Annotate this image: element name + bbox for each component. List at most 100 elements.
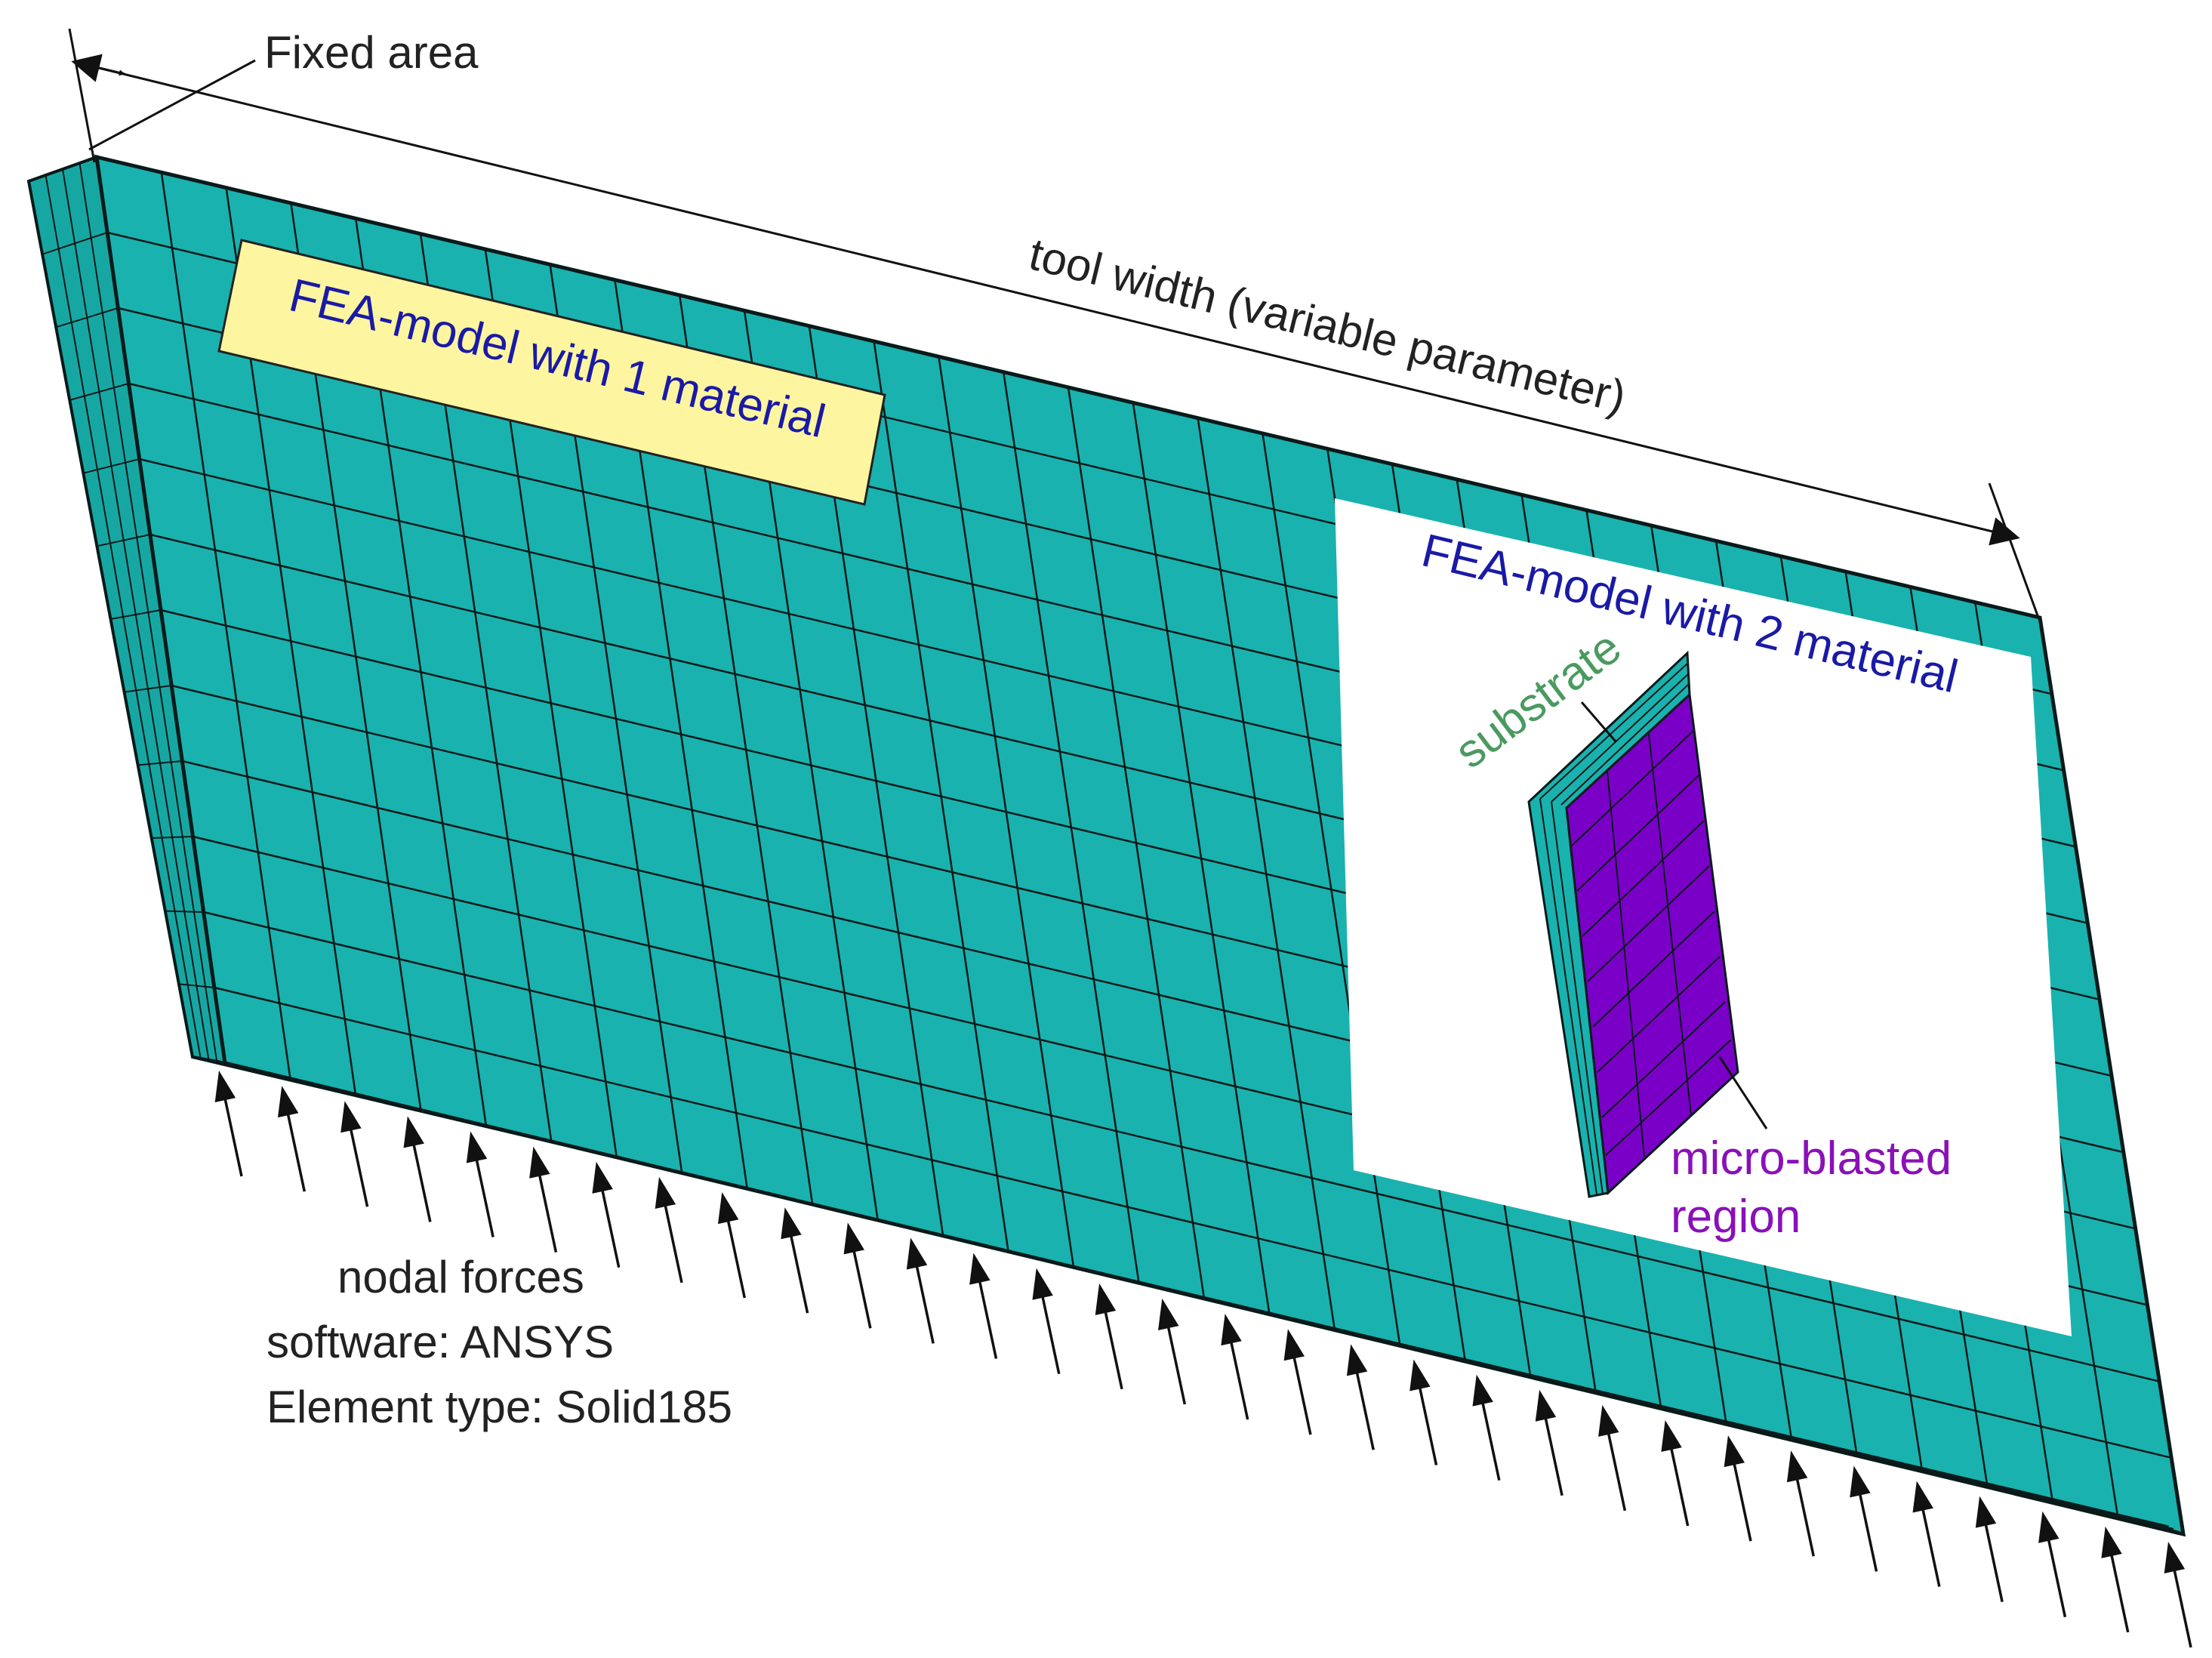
force-arrow-icon — [1032, 1268, 1061, 1375]
force-arrow-shaft — [348, 1124, 369, 1207]
force-arrow-head — [843, 1222, 864, 1255]
force-arrow-icon — [1409, 1359, 1438, 1465]
mesh-row-line — [214, 986, 2172, 1459]
element-type-label: Element type: Solid185 — [266, 1382, 732, 1432]
force-arrow-shaft — [1040, 1292, 1061, 1375]
force-arrow-head — [2101, 1526, 2122, 1558]
force-arrow-shaft — [474, 1155, 494, 1237]
force-arrow-icon — [1346, 1344, 1375, 1450]
force-arrow-shaft — [285, 1109, 307, 1192]
force-arrow-shaft — [1292, 1352, 1312, 1435]
force-arrow-shaft — [1668, 1444, 1690, 1527]
force-arrow-icon — [1283, 1329, 1312, 1435]
force-arrow-icon — [1912, 1481, 1941, 1587]
force-arrow-icon — [781, 1207, 809, 1314]
force-arrow-head — [1221, 1314, 1242, 1346]
force-arrow-shaft — [1354, 1367, 1375, 1450]
tool-width-dimension-arrow — [71, 54, 2020, 546]
force-arrow-shaft — [2046, 1535, 2067, 1618]
force-arrow-icon — [2101, 1526, 2130, 1633]
force-arrow-shaft — [1480, 1398, 1501, 1481]
force-arrow-icon — [655, 1176, 683, 1284]
force-arrow-head — [2164, 1542, 2186, 1574]
force-arrow-icon — [1095, 1283, 1123, 1390]
force-arrow-head — [1661, 1419, 1682, 1453]
force-arrow-icon — [214, 1071, 243, 1177]
force-arrow-icon — [529, 1146, 558, 1253]
force-arrow-head — [1346, 1344, 1368, 1376]
force-arrow-shaft — [1983, 1520, 2004, 1602]
micro-blasted-face — [1565, 692, 1739, 1196]
force-arrow-head — [1535, 1389, 1557, 1422]
force-arrow-shaft — [852, 1246, 872, 1329]
force-arrow-head — [214, 1071, 236, 1103]
force-arrow-head — [277, 1086, 299, 1118]
force-arrow-shaft — [1417, 1383, 1438, 1465]
force-arrow-head — [906, 1237, 928, 1270]
side-row-line — [110, 609, 162, 620]
force-arrow-head — [1158, 1298, 1179, 1330]
tool-width-extension-line — [1988, 482, 2040, 618]
force-arrow-shaft — [977, 1277, 998, 1359]
force-arrow-icon — [1975, 1496, 2004, 1602]
force-arrow-shaft — [726, 1216, 747, 1299]
force-arrow-head — [529, 1146, 550, 1179]
micro-blasted-mesh — [1571, 729, 1732, 1157]
force-arrow-icon — [718, 1192, 747, 1299]
mesh-row-line — [203, 911, 2160, 1382]
force-arrow-icon — [906, 1237, 935, 1344]
force-arrow-icon — [2038, 1511, 2067, 1618]
force-arrow-icon — [2164, 1542, 2192, 1648]
two-material-plate — [1527, 650, 1768, 1198]
force-arrow-head — [466, 1131, 488, 1163]
nodal-forces-label: nodal forces — [337, 1252, 584, 1302]
force-arrow-head — [1283, 1329, 1305, 1361]
force-arrow-shaft — [2172, 1565, 2192, 1648]
force-arrow-icon — [1786, 1450, 1815, 1557]
force-arrow-head — [1095, 1283, 1117, 1315]
force-arrow-icon — [340, 1101, 369, 1207]
force-arrow-icon — [1472, 1374, 1501, 1481]
force-arrow-icon — [277, 1086, 307, 1192]
force-arrow-head — [1912, 1481, 1933, 1513]
force-arrow-shaft — [2109, 1550, 2130, 1633]
mesh-side-lines — [42, 162, 2179, 1533]
software-label: software: ANSYS — [266, 1317, 614, 1367]
force-arrow-head — [403, 1116, 424, 1148]
force-arrow-shaft — [788, 1231, 809, 1314]
force-arrow-icon — [1598, 1404, 1627, 1512]
force-arrow-head — [1786, 1450, 1808, 1483]
force-arrow-icon — [403, 1116, 432, 1222]
micro-blasted-leader — [1718, 1056, 1768, 1129]
force-arrow-shaft — [1732, 1459, 1752, 1542]
force-arrow-head — [1975, 1496, 1997, 1528]
force-arrow-shaft — [1228, 1337, 1249, 1420]
force-arrow-icon — [1724, 1435, 1752, 1542]
fixed-area-annotation: Fixed area — [68, 27, 479, 163]
force-arrow-head — [1850, 1465, 1871, 1498]
force-arrow-shaft — [1166, 1322, 1187, 1405]
fixed-area-label: Fixed area — [264, 27, 479, 78]
side-row-line — [151, 836, 193, 839]
micro-blasted-label-line2: region — [1671, 1191, 1801, 1243]
force-arrow-icon — [592, 1161, 621, 1268]
force-arrow-head — [1409, 1359, 1431, 1391]
force-arrow-icon — [843, 1222, 872, 1329]
force-arrow-icon — [1221, 1314, 1249, 1420]
force-arrow-icon — [1158, 1298, 1187, 1405]
force-arrow-icon — [1535, 1389, 1563, 1496]
force-arrow-shaft — [1103, 1307, 1123, 1390]
force-arrow-shaft — [914, 1262, 935, 1344]
force-arrow-shaft — [1795, 1474, 1815, 1557]
force-arrow-icon — [1850, 1465, 1878, 1572]
force-arrow-shaft — [600, 1185, 621, 1268]
force-arrow-icon — [1661, 1419, 1690, 1527]
force-arrow-head — [1598, 1404, 1619, 1437]
tool-width-label: tool width (variable parameter) — [1024, 229, 1631, 423]
force-arrow-shaft — [663, 1200, 683, 1284]
force-arrow-head — [655, 1176, 676, 1209]
force-arrow-shaft — [1606, 1428, 1627, 1512]
bottom-layer-line — [217, 1061, 2179, 1533]
force-arrow-shaft — [1921, 1505, 1941, 1587]
